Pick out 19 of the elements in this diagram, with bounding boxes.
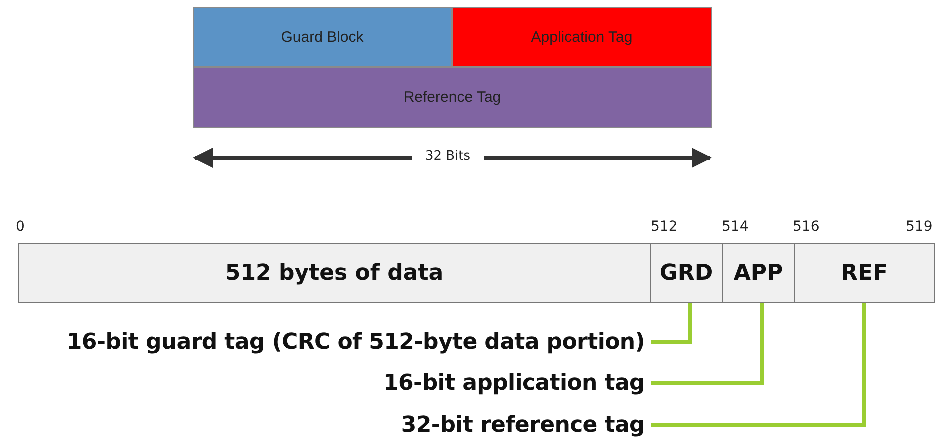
dimension-label: 32 Bits [425, 149, 471, 164]
leader-line [651, 303, 692, 344]
offset-label: 519 [906, 219, 933, 235]
reference-tag-field: Reference Tag [193, 67, 712, 128]
offset-label: 516 [793, 219, 820, 235]
reference-segment: REF [794, 243, 935, 303]
leader-text: 32-bit reference tag [401, 409, 645, 440]
guard-block-field: Guard Block [193, 7, 452, 67]
data-segment: 512 bytes of data [18, 243, 651, 303]
offset-label: 0 [16, 219, 25, 235]
offset-label: 512 [651, 219, 678, 235]
guard-segment: GRD [650, 243, 723, 303]
leader-line [651, 303, 764, 385]
leader-text: 16-bit application tag [383, 367, 645, 399]
application-segment: APP [722, 243, 795, 303]
offset-label: 514 [722, 219, 749, 235]
application-tag-field: Application Tag [452, 7, 712, 67]
leader-line [651, 303, 866, 427]
leader-text: 16-bit guard tag (CRC of 512-byte data portion) [66, 326, 645, 358]
